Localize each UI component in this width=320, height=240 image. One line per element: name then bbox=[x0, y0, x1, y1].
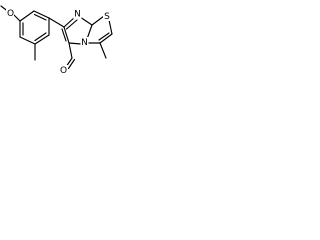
atom-label-methoxy-oxygen: O bbox=[7, 9, 14, 19]
aldehyde-double-bond bbox=[67, 58, 76, 70]
atom-bridgehead-nitrogen: N bbox=[80, 37, 89, 48]
thiazole-double-bond bbox=[98, 32, 110, 41]
atom-thiazole-sulfur: S bbox=[103, 11, 111, 22]
methoxy-oxygen-bond bbox=[13, 14, 21, 22]
benzene-double-bond bbox=[34, 32, 47, 42]
benzene-bond bbox=[33, 10, 50, 19]
chemical-structure-canvas: O N S N O bbox=[0, 0, 153, 80]
atom-label-aldehyde-oxygen: O bbox=[60, 66, 67, 76]
imidazole-bond bbox=[86, 24, 93, 40]
benzene-double-bond bbox=[33, 13, 47, 21]
benzene-bond bbox=[19, 36, 36, 45]
benzene-bond bbox=[19, 10, 35, 22]
benzene-bond bbox=[34, 34, 50, 45]
thiazole-methyl-bond bbox=[99, 42, 107, 59]
aryl-link-bond bbox=[48, 17, 65, 28]
atom-methoxy-oxygen: O bbox=[6, 8, 14, 19]
bond-lines bbox=[0, 5, 113, 70]
atom-label-imidazole-nitrogen: N bbox=[74, 10, 81, 20]
atom-imidazole-nitrogen: N bbox=[73, 9, 82, 20]
imidazole-bond bbox=[68, 42, 82, 45]
thiazole-bond bbox=[99, 33, 113, 44]
thiazole-bond bbox=[91, 15, 105, 26]
atom-label-thiazole-sulfur: S bbox=[104, 12, 110, 22]
thiazole-bond bbox=[108, 19, 113, 35]
imidazole-double-bond bbox=[65, 19, 78, 30]
imidazole-bond bbox=[63, 26, 70, 44]
molecule-diagram: O N S N O bbox=[0, 5, 113, 76]
aldehyde-carbon-bond bbox=[68, 42, 73, 59]
imidazole-bond bbox=[79, 16, 93, 26]
imidazole-bond bbox=[63, 16, 76, 28]
imidazole-double-bond bbox=[61, 28, 67, 42]
atom-aldehyde-oxygen: O bbox=[59, 65, 68, 76]
atom-label-bridgehead-nitrogen: N bbox=[81, 38, 88, 48]
